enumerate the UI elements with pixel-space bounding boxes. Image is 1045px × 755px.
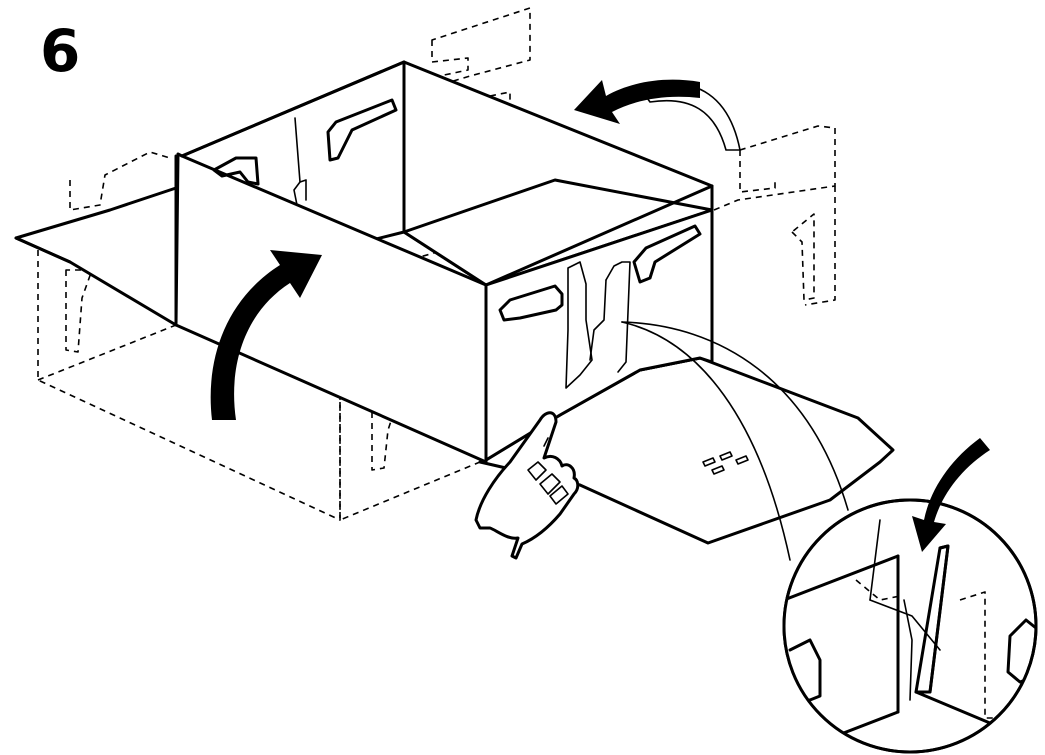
- right-front-wall-panel: [180, 60, 714, 462]
- dashed-right-flap-outline: [713, 125, 836, 306]
- back-wall-seam: [293, 117, 307, 211]
- lift-arrow-left: [210, 250, 322, 420]
- floor-slot-marks: [702, 451, 749, 475]
- left-flap-panel: [14, 186, 178, 327]
- right-front-wall-tab: [565, 261, 631, 389]
- fold-arrow-top: [574, 79, 741, 151]
- hand-icon: [474, 411, 580, 560]
- zoom-callout-lines: [621, 321, 849, 561]
- right-front-wall-handle-left: [498, 284, 564, 322]
- right-front-wall-handle-right: [632, 224, 702, 284]
- inner-left-handle: [212, 156, 260, 186]
- step-number: 6: [40, 17, 81, 85]
- zoom-detail-circle: [782, 438, 1038, 754]
- back-wall-handle: [326, 98, 398, 162]
